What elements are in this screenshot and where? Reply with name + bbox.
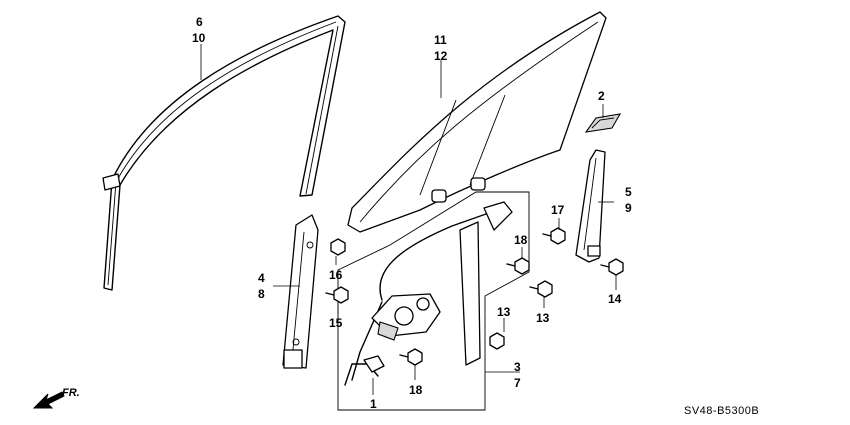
bolt-14: [600, 258, 624, 276]
bolt-15: [325, 286, 349, 304]
callout-14: 14: [608, 292, 622, 306]
callout-18-upper: 18: [514, 233, 528, 247]
bolt-17: [542, 227, 566, 245]
callout-18-lower: 18: [409, 383, 423, 397]
door-glass: [347, 11, 607, 233]
callout-15: 15: [329, 316, 343, 330]
front-direction-indicator: FR.: [32, 387, 80, 409]
callout-2: 2: [598, 89, 605, 103]
rear-run-channel: [575, 149, 606, 263]
callout-9: 9: [625, 201, 632, 215]
callout-5: 5: [625, 185, 632, 199]
callout-10: 10: [192, 31, 206, 45]
arrow-left-down-icon: [32, 391, 65, 409]
front-run-channel: [282, 214, 319, 369]
callout-13-upper: 13: [536, 311, 550, 325]
callout-1: 1: [370, 397, 377, 411]
bolt-18-upper: [506, 257, 530, 275]
callout-6: 6: [196, 15, 203, 29]
callout-4: 4: [258, 271, 265, 285]
callout-17: 17: [551, 203, 565, 217]
callout-12: 12: [434, 49, 448, 63]
bolt-13-upper: [529, 280, 553, 298]
bolt-16: [330, 238, 346, 256]
callout-11: 11: [434, 33, 447, 47]
callout-3: 3: [514, 360, 521, 374]
callout-16: 16: [329, 268, 343, 282]
leader-lines: [200, 44, 617, 395]
callout-8: 8: [258, 287, 265, 301]
front-direction-label: FR.: [62, 387, 80, 399]
callout-7: 7: [514, 376, 521, 390]
bolt-13-lower: [489, 332, 505, 350]
callout-labels: 6 10 11 12 2 5 9 17 18 4 8 16 15 13 13 1…: [192, 15, 632, 411]
glass-stopper-pad: [584, 113, 622, 133]
bolt-18-lower: [399, 348, 423, 366]
callout-13-lower: 13: [497, 305, 511, 319]
diagram-code: SV48-B5300B: [684, 405, 759, 417]
door-sash-run-channel: [102, 15, 346, 291]
